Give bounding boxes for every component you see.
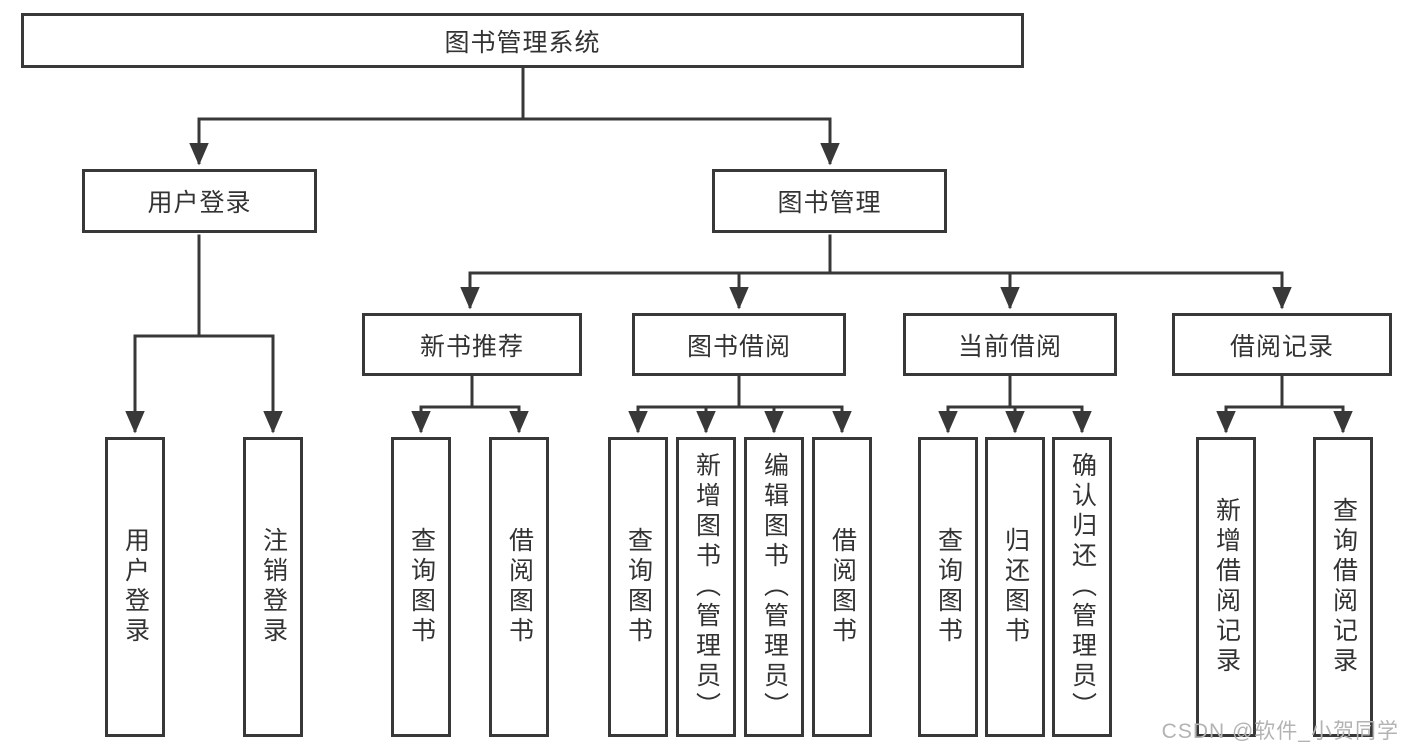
node-label: 借阅图书 <box>828 527 857 647</box>
node-label: 用户登录 <box>121 527 150 647</box>
csdn-watermark: CSDN @软件_小贺同学 <box>1161 720 1399 743</box>
node-label: 查询借阅记录 <box>1329 497 1358 677</box>
node-label: 当前借阅 <box>957 332 1062 361</box>
connector-current-children <box>938 374 1092 434</box>
connector-root-to-level2 <box>189 66 840 166</box>
leaf-query-book-borrowing: 查询图书 <box>608 437 668 737</box>
node-label: 新书推荐 <box>419 332 524 361</box>
leaf-query-book-current: 查询图书 <box>918 437 978 737</box>
leaf-borrow-book-borrowing: 借阅图书 <box>812 437 872 737</box>
leaf-confirm-return-admin: 确认归还（管理员） <box>1052 437 1112 737</box>
node-label: 图书管理系统 <box>444 28 601 57</box>
node-label: 查询图书 <box>624 527 653 647</box>
node-label: 确认归还（管理员） <box>1068 452 1097 722</box>
connector-records-children <box>1216 374 1353 434</box>
leaf-query-borrow-record: 查询借阅记录 <box>1313 437 1373 737</box>
leaf-return-book: 归还图书 <box>985 437 1045 737</box>
node-new-book-recommend: 新书推荐 <box>362 313 582 376</box>
node-label: 借阅图书 <box>505 527 534 647</box>
node-label: 新增图书（管理员） <box>692 452 721 722</box>
connector-recommend-children <box>411 374 529 434</box>
leaf-user-login: 用户登录 <box>105 437 165 737</box>
node-user-login: 用户登录 <box>82 169 317 233</box>
node-book-borrowing: 图书借阅 <box>632 313 846 376</box>
connector-book-mgmt-to-level3 <box>460 234 1292 310</box>
leaf-add-book-admin: 新增图书（管理员） <box>676 437 736 737</box>
node-label: 查询图书 <box>407 527 436 647</box>
leaf-borrow-book-recommend: 借阅图书 <box>489 437 549 737</box>
node-label: 注销登录 <box>259 527 288 647</box>
node-label: 查询图书 <box>934 527 963 647</box>
leaf-add-borrow-record: 新增借阅记录 <box>1196 437 1256 737</box>
node-label: 用户登录 <box>147 189 252 217</box>
connector-user-login-children <box>125 234 283 434</box>
node-label: 归还图书 <box>1001 527 1030 647</box>
node-book-management: 图书管理 <box>712 169 947 233</box>
leaf-edit-book-admin: 编辑图书（管理员） <box>744 437 804 737</box>
node-label: 借阅记录 <box>1229 332 1334 361</box>
node-label: 图书管理 <box>777 189 882 217</box>
node-label: 编辑图书（管理员） <box>760 452 789 722</box>
node-library-system: 图书管理系统 <box>21 13 1024 68</box>
connector-borrowing-children <box>628 374 852 434</box>
leaf-query-book-recommend: 查询图书 <box>391 437 451 737</box>
node-current-borrowing: 当前借阅 <box>903 313 1117 376</box>
node-label: 新增借阅记录 <box>1212 497 1241 677</box>
node-label: 图书借阅 <box>686 332 791 361</box>
leaf-logout: 注销登录 <box>243 437 303 737</box>
node-borrow-records: 借阅记录 <box>1172 313 1392 376</box>
